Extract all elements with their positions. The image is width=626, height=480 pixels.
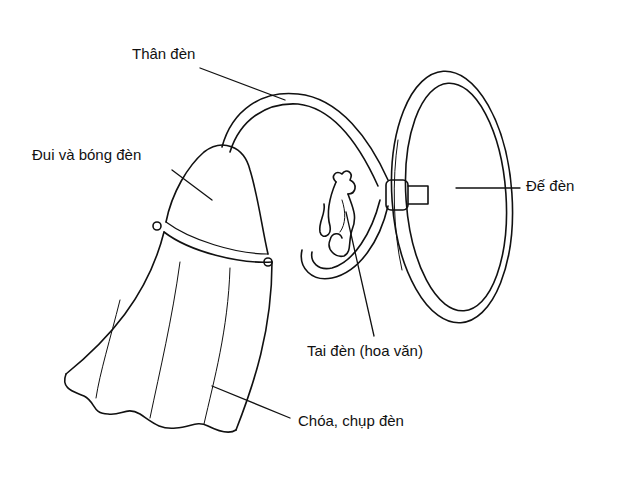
part-label: Đế đèn	[524, 177, 576, 195]
lamp-shade	[65, 232, 272, 432]
leader-line	[456, 187, 520, 188]
arm-collar	[386, 180, 428, 210]
lamp-arm	[222, 93, 388, 278]
leader-line	[200, 68, 285, 100]
leader-lines	[172, 68, 520, 418]
part-label: Tai đèn (hoa văn)	[305, 342, 425, 360]
wall-plate	[383, 67, 520, 327]
part-label: Chóa, chụp đèn	[296, 412, 406, 430]
part-label: Thân đèn	[130, 45, 197, 63]
part-label: Đui và bóng đèn	[30, 146, 143, 164]
leader-line	[212, 386, 290, 418]
leader-line	[346, 212, 374, 336]
leader-line	[172, 170, 212, 200]
lamp-ear-ornament	[320, 171, 355, 256]
socket-housing	[153, 145, 272, 266]
